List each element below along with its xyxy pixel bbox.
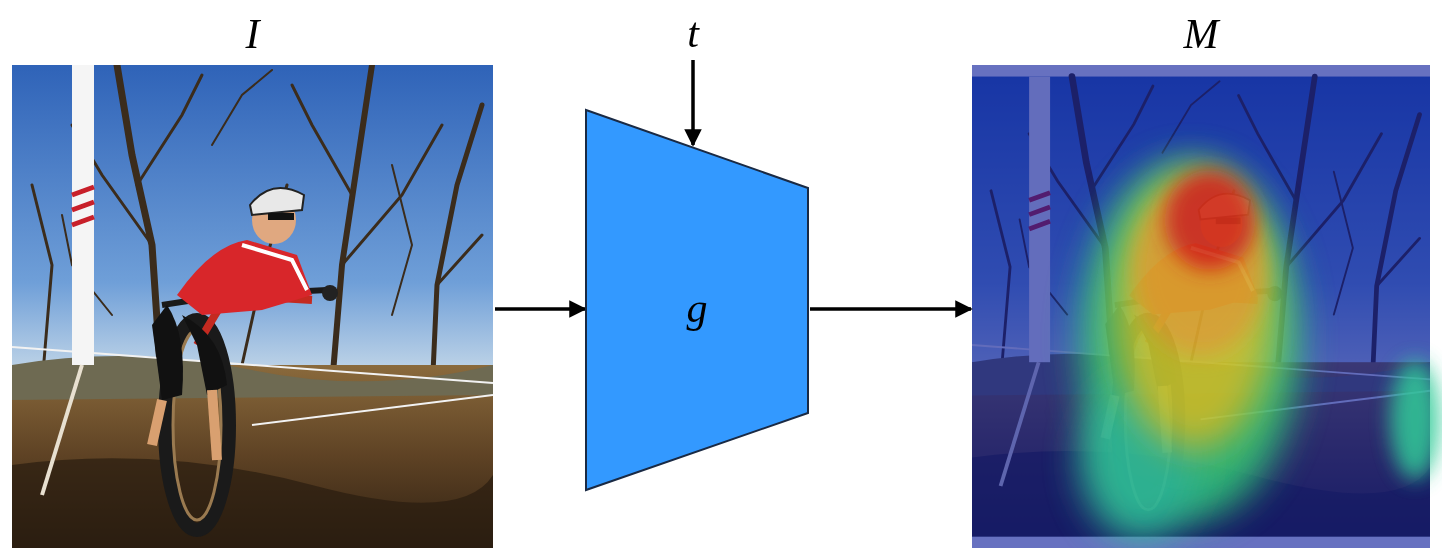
network-block: g	[586, 110, 808, 490]
flow-arrow	[810, 307, 971, 311]
input-arrow	[691, 60, 695, 145]
flow-arrow	[495, 307, 585, 311]
image-label: M	[1184, 13, 1219, 55]
output-map: M	[972, 65, 1430, 548]
image-label: I	[246, 13, 260, 55]
trapezoid-outline	[586, 110, 808, 490]
block-label: g	[687, 287, 708, 329]
input-label: t	[687, 12, 699, 54]
input-image: I	[12, 65, 493, 548]
